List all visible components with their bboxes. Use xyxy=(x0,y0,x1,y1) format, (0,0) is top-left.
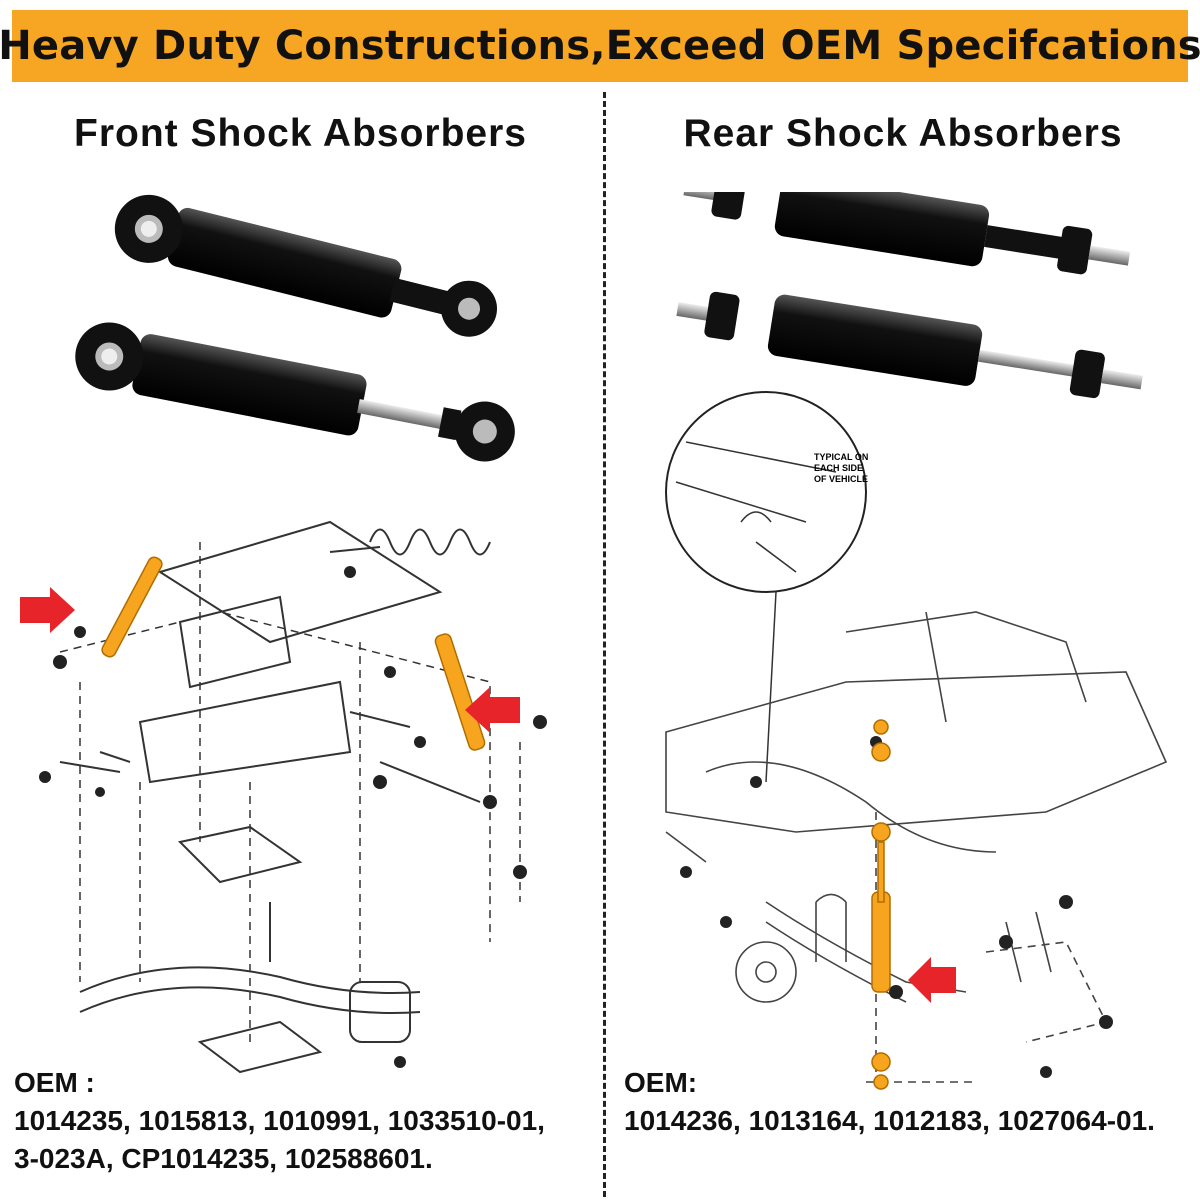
front-oem-label: OEM : xyxy=(14,1067,95,1098)
rear-oem-label: OEM: xyxy=(624,1067,698,1098)
callout-line-2: EACH SIDE xyxy=(814,463,863,473)
banner-title: Heavy Duty Constructions,Exceed OEM Spec… xyxy=(0,23,1200,69)
rear-title: Rear Shock Absorbers xyxy=(683,112,1123,155)
column-divider xyxy=(603,92,606,1197)
callout-line-1: TYPICAL ON xyxy=(814,452,868,462)
front-title: Front Shock Absorbers xyxy=(74,112,527,155)
rear-shock-product-image xyxy=(676,192,1143,399)
front-oem-line-1: 1014235, 1015813, 1010991, 1033510-01, xyxy=(14,1105,545,1136)
rear-section: Rear Shock Absorbers xyxy=(606,92,1200,1200)
front-oem-line-2: 3-023A, CP1014235, 102588601. xyxy=(14,1143,433,1174)
front-suspension-exploded-diagram xyxy=(20,520,547,1074)
front-section: Front Shock Absorbers xyxy=(0,92,601,1200)
rear-oem-line-1: 1014236, 1013164, 1012183, 1027064-01. xyxy=(624,1105,1155,1136)
rear-oem-list: OEM: 1014236, 1013164, 1012183, 1027064-… xyxy=(624,1064,1155,1140)
rear-suspension-exploded-diagram: TYPICAL ON EACH SIDE OF VEHICLE xyxy=(665,391,1168,1090)
header-banner: Heavy Duty Constructions,Exceed OEM Spec… xyxy=(0,10,1200,82)
front-shock-product-image xyxy=(75,194,515,462)
front-oem-list: OEM : 1014235, 1015813, 1010991, 1033510… xyxy=(14,1064,545,1178)
callout-line-3: OF VEHICLE xyxy=(814,474,868,484)
